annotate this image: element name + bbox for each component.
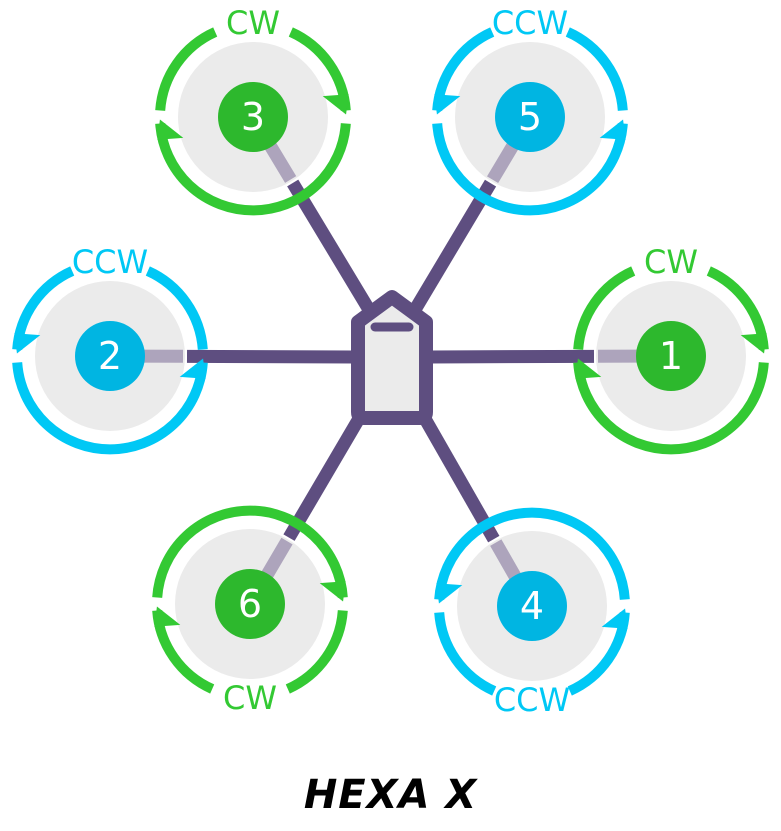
rotation-direction-label: CCW <box>492 4 568 42</box>
motor-hub <box>75 321 145 391</box>
motor-hub <box>218 82 288 152</box>
rotation-arc <box>565 27 628 111</box>
arm-5 <box>410 179 497 312</box>
rotation-arrow-icon <box>179 358 206 379</box>
rotation-arc <box>155 123 351 216</box>
rotation-arrow-icon <box>154 606 181 627</box>
motor-number: 4 <box>520 584 544 628</box>
motor-6: 6CW <box>152 505 348 717</box>
rotation-arc <box>145 266 208 350</box>
motor-hub <box>497 571 567 641</box>
motor-2: 2 CCW <box>12 243 208 455</box>
arm-2 <box>186 349 355 364</box>
motor-3: 3 CW <box>155 4 351 216</box>
rotation-arc <box>434 507 630 600</box>
rotation-arc <box>12 362 208 455</box>
arm-3 <box>287 179 374 312</box>
rotation-direction-label: CCW <box>72 243 148 281</box>
rotation-arc <box>152 505 348 598</box>
motor-number: 2 <box>98 334 122 378</box>
rotation-arrow-icon <box>434 94 461 115</box>
motor-hub <box>636 321 706 391</box>
motor-number: 5 <box>518 95 542 139</box>
frame-type-title: HEXA X <box>303 772 478 818</box>
rotation-direction-label: CCW <box>494 681 570 719</box>
arm-1 <box>429 349 595 364</box>
rotation-arc <box>573 266 636 350</box>
flight-controller-body <box>351 290 433 425</box>
arm-6 <box>283 406 370 541</box>
body-shape <box>351 290 433 425</box>
motor-5: 5 CCW <box>432 4 628 216</box>
arm-4 <box>414 406 500 543</box>
motor-number: 1 <box>659 334 683 378</box>
motor-1: 1 CW <box>573 243 769 455</box>
motor-number: 3 <box>241 95 265 139</box>
rotation-arrow-icon <box>599 119 626 140</box>
rotation-direction-label: CW <box>644 243 698 281</box>
rotation-arrow-icon <box>322 94 349 115</box>
rotation-arrow-icon <box>436 583 463 604</box>
motor-number: 6 <box>238 582 262 626</box>
rotation-arrow-icon <box>575 358 602 379</box>
rotation-arrow-icon <box>740 333 767 354</box>
motor-hub <box>495 82 565 152</box>
rotation-direction-label: CW <box>226 4 280 42</box>
rotation-arrow-icon <box>14 333 41 354</box>
rotation-arrow-icon <box>319 581 346 602</box>
rotation-arrow-icon <box>601 608 628 629</box>
rotation-arc <box>573 362 769 455</box>
rotation-direction-label: CW <box>223 679 277 717</box>
rotation-arrow-icon <box>157 119 184 140</box>
rotation-arc <box>285 610 348 694</box>
rotation-arc <box>434 612 497 696</box>
frame-arms <box>186 179 595 543</box>
rotation-arc <box>432 123 628 216</box>
rotation-arc <box>155 27 218 111</box>
motor-hub <box>215 569 285 639</box>
